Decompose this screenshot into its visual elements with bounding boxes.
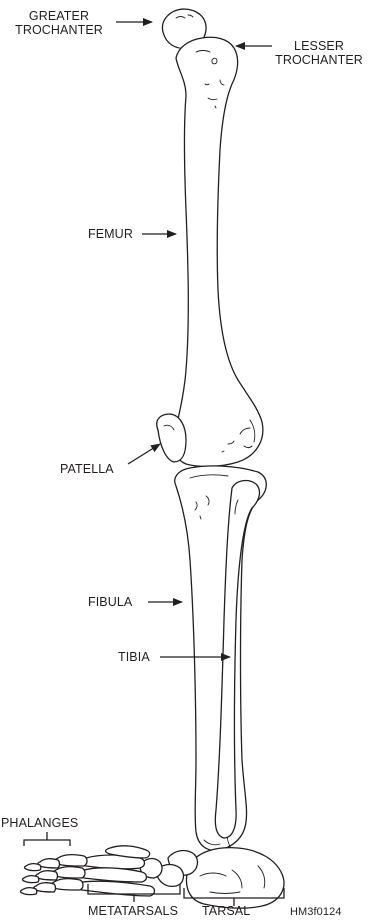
figure-id-label: HM3f0124 [290, 905, 342, 919]
foot-bones [21, 846, 284, 908]
fibula-label: FIBULA [88, 595, 132, 609]
lesser-trochanter-line2: TROCHANTER [262, 53, 376, 67]
patella-pointer [128, 444, 160, 464]
lesser-trochanter-label: LESSER TROCHANTER [262, 39, 376, 67]
tibia-label: TIBIA [118, 650, 150, 664]
patella-label: PATELLA [60, 462, 114, 476]
femur-bone [162, 9, 262, 466]
femur-label: FEMUR [88, 227, 133, 241]
greater-trochanter-line1: GREATER [0, 9, 118, 23]
phalanges-label: PHALANGES [1, 816, 78, 830]
greater-trochanter-label: GREATER TROCHANTER [0, 9, 118, 37]
metatarsals-label: METATARSALS [88, 904, 178, 918]
phalanges-bracket [24, 832, 70, 846]
patella-bone [157, 414, 186, 462]
tarsal-label: TARSAL [202, 904, 250, 918]
greater-trochanter-line2: TROCHANTER [0, 23, 118, 37]
lesser-trochanter-line1: LESSER [262, 39, 376, 53]
